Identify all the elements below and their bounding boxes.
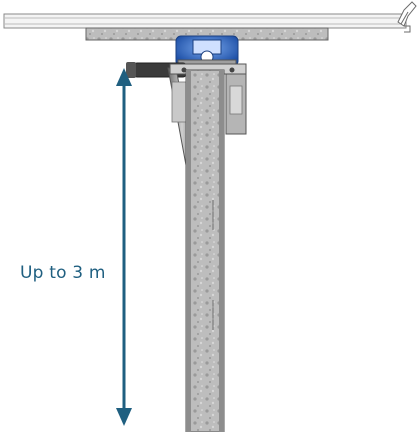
vertical-column [185,69,225,432]
bracket-detail-icon [397,1,417,33]
ceiling-slab [3,13,407,29]
bracket-housing [169,63,247,135]
height-dimension-label: Up to 3 m [20,263,106,283]
height-dimension-arrow [116,68,132,426]
arrowhead-up-icon [116,68,132,86]
arrowhead-down-icon [116,408,132,426]
